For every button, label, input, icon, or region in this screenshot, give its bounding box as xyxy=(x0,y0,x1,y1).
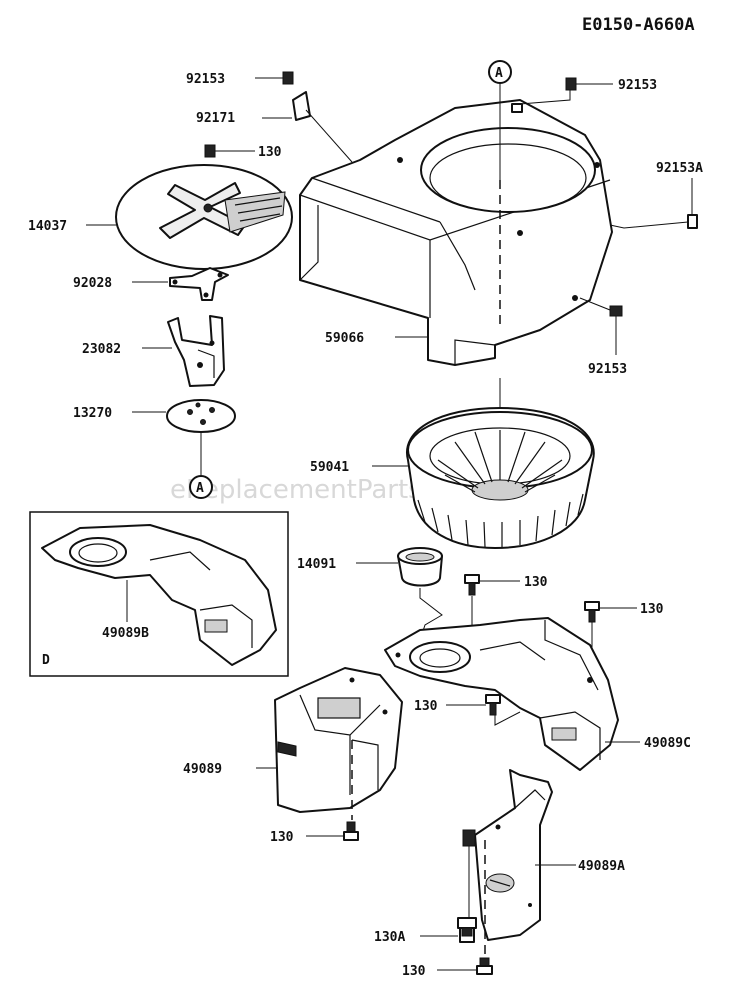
bolt-130-f[interactable] xyxy=(476,957,493,975)
shield-49089[interactable] xyxy=(274,667,403,813)
reference-marker-top-letter: A xyxy=(495,66,503,81)
label-14037: 14037 xyxy=(28,219,67,234)
collar-14091[interactable] xyxy=(397,547,443,587)
bolt-92153A[interactable] xyxy=(687,214,698,229)
label-49089: 49089 xyxy=(183,762,222,777)
bolt-92153-top-right[interactable] xyxy=(565,77,577,91)
clip-92171[interactable] xyxy=(292,91,311,121)
label-130-d: 130 xyxy=(414,699,438,714)
flywheel-59041[interactable] xyxy=(405,407,595,549)
bolt-130-d[interactable] xyxy=(485,694,501,716)
label-130-b: 130 xyxy=(524,575,548,590)
label-13270: 13270 xyxy=(73,406,112,421)
plate-13270[interactable] xyxy=(166,399,236,433)
bolt-130A[interactable] xyxy=(457,917,477,943)
label-49089A: 49089A xyxy=(578,859,625,874)
label-92153-b: 92153 xyxy=(618,78,657,93)
rotating-screen-14037[interactable] xyxy=(115,164,293,270)
label-14091: 14091 xyxy=(297,557,336,572)
bolt-130-c[interactable] xyxy=(584,601,600,623)
detail-box-letter: D xyxy=(42,653,50,668)
reference-marker-bottom-letter: A xyxy=(196,481,204,496)
label-92028: 92028 xyxy=(73,276,112,291)
blower-housing-59066[interactable] xyxy=(299,99,613,366)
bolt-92153-right[interactable] xyxy=(609,305,623,317)
label-59041: 59041 xyxy=(310,460,349,475)
bolt-92153-top-left[interactable] xyxy=(282,71,294,85)
label-92171: 92171 xyxy=(196,111,235,126)
label-130A: 130A xyxy=(374,930,405,945)
label-92153A: 92153A xyxy=(656,161,703,176)
label-92153-c: 92153 xyxy=(588,362,627,377)
label-49089C: 49089C xyxy=(644,736,691,751)
bracket-23082[interactable] xyxy=(167,315,225,387)
label-130-f: 130 xyxy=(402,964,426,979)
bolt-130-screen[interactable] xyxy=(204,144,216,158)
reference-marker-top: A xyxy=(488,60,512,84)
baffle-49089C[interactable] xyxy=(384,617,619,771)
label-130-fan: 130 xyxy=(258,145,282,160)
bolt-130-b[interactable] xyxy=(464,574,480,596)
bracket-92028[interactable] xyxy=(169,267,229,301)
reference-marker-bottom: A xyxy=(189,475,213,499)
label-49089B: 49089B xyxy=(102,626,149,641)
label-59066: 59066 xyxy=(325,331,364,346)
label-130-e: 130 xyxy=(270,830,294,845)
label-23082: 23082 xyxy=(82,342,121,357)
diagram-code: E0150-A660A xyxy=(582,15,695,35)
label-130-c: 130 xyxy=(640,602,664,617)
baffle-49089B[interactable] xyxy=(41,524,277,666)
cover-49089A[interactable] xyxy=(462,769,553,941)
bolt-130-e[interactable] xyxy=(343,821,359,841)
label-92153-a: 92153 xyxy=(186,72,225,87)
